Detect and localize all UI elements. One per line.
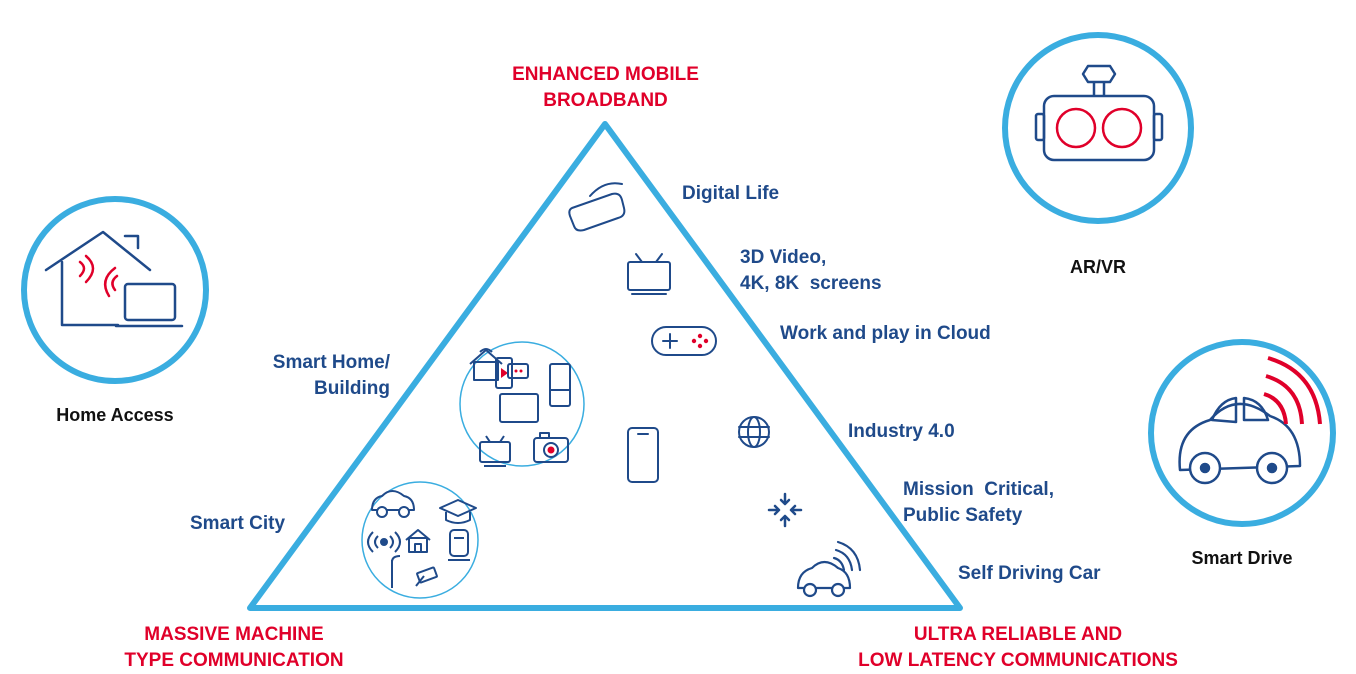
urllc-label: ULTRA RELIABLE AND LOW LATENCY COMMUNICA… (858, 624, 1178, 671)
home-icon (405, 529, 431, 553)
train-icon (448, 529, 470, 561)
router-icon (507, 363, 529, 379)
tv-icon (627, 253, 671, 295)
cloud-label: Work and play in Cloud (780, 323, 991, 344)
vr-headset-icon (1034, 64, 1164, 162)
media-player-icon (495, 357, 513, 389)
city-car-icon (371, 490, 415, 518)
self-driving-car-icon (796, 540, 862, 598)
camera-icon (533, 432, 569, 463)
arvr-circle (1002, 32, 1194, 224)
mmtc-label: MASSIVE MACHINE TYPE COMMUNICATION (124, 624, 344, 671)
smart-city-cluster (361, 481, 479, 599)
house-laptop-icon (44, 230, 184, 328)
embb-label: ENHANCED MOBILE BROADBAND (512, 64, 699, 111)
smart-home-cluster (459, 341, 585, 467)
mission-critical-label: Mission Critical, Public Safety (903, 479, 1054, 526)
digital-life-label: Digital Life (682, 183, 780, 204)
home-access-circle (21, 196, 209, 384)
arrows-convergence-icon (767, 492, 803, 528)
connected-car-icon (1178, 356, 1322, 485)
screen-icon (499, 393, 539, 423)
gamepad-icon (651, 326, 717, 356)
video-label: 3D Video, 4K, 8K screens (740, 247, 882, 294)
self-driving-label: Self Driving Car (958, 563, 1101, 584)
industry-label: Industry 4.0 (848, 421, 955, 442)
smart-drive-circle (1148, 339, 1336, 527)
fridge-icon (549, 363, 571, 407)
main-triangle (247, 121, 963, 611)
home-access-label: Home Access (56, 405, 174, 425)
small-tv-icon (479, 435, 511, 467)
cctv-icon (415, 566, 438, 587)
vr-glasses-icon (568, 182, 626, 232)
smart-city-label: Smart City (190, 513, 286, 534)
street-lamp-icon (391, 555, 401, 588)
graduation-cap-icon (439, 499, 477, 524)
broadcast-icon (367, 531, 401, 553)
smart-home-label: Smart Home/ Building (272, 352, 390, 399)
smartphone-icon (627, 427, 659, 483)
globe-icon (738, 416, 770, 448)
arvr-label: AR/VR (1069, 257, 1126, 277)
smart-drive-label: Smart Drive (1191, 548, 1293, 568)
